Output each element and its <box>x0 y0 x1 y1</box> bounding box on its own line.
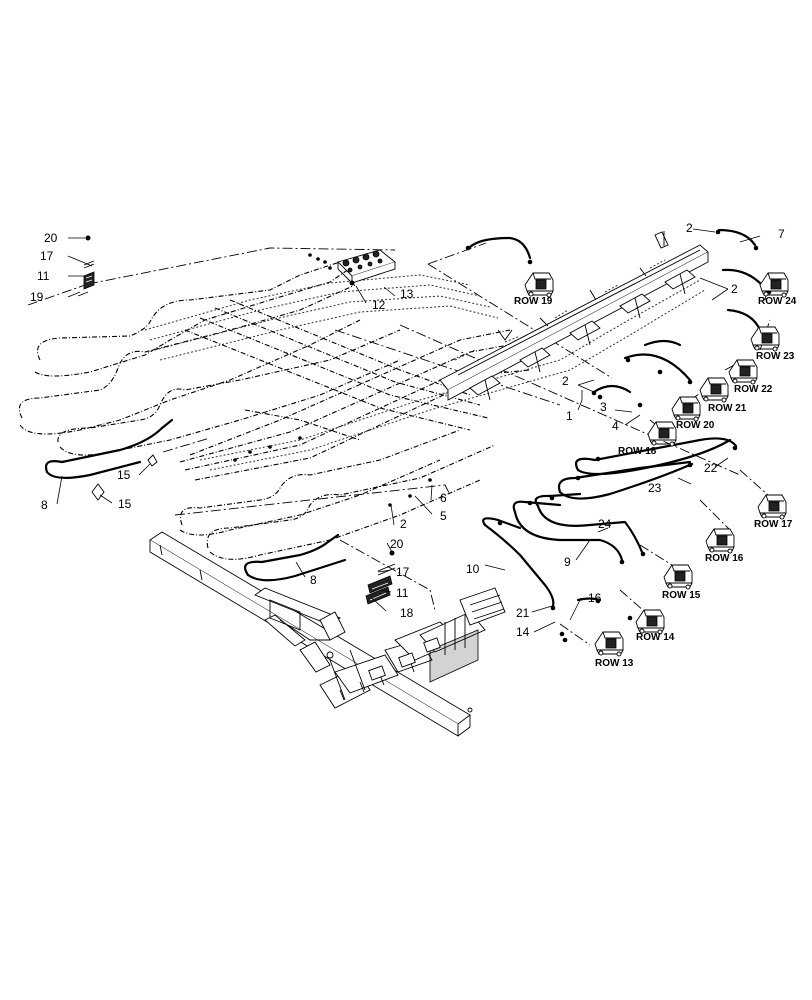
row-label-24: ROW 24 <box>758 296 797 307</box>
callout-2: 2 <box>686 221 693 235</box>
callout-24: 24 <box>598 517 612 531</box>
hardware-stack-upper <box>77 235 95 297</box>
callout-4: 4 <box>612 419 619 433</box>
callout-15: 15 <box>118 497 132 511</box>
callout-12: 12 <box>372 298 386 312</box>
hardware-stack-lower <box>365 550 396 605</box>
callout-8: 8 <box>310 573 317 587</box>
row-label-19: ROW 19 <box>514 296 553 307</box>
row-label-20: ROW 20 <box>676 420 715 431</box>
callout-10: 10 <box>466 562 480 576</box>
callout-16: 16 <box>588 591 602 605</box>
callout-17: 17 <box>40 249 54 263</box>
row-label-13: ROW 13 <box>595 658 634 669</box>
callout-2: 2 <box>400 517 407 531</box>
row-label-23: ROW 23 <box>756 351 795 362</box>
callout-23: 23 <box>648 481 662 495</box>
row-label-16: ROW 16 <box>705 553 744 564</box>
callout-20: 20 <box>44 231 58 245</box>
leader-lines <box>56 228 761 633</box>
callout-20: 20 <box>390 537 404 551</box>
callout-22: 22 <box>704 461 718 475</box>
main-toolbar-frame <box>149 531 506 737</box>
callout-8: 8 <box>41 498 48 512</box>
callout-3: 3 <box>600 400 607 414</box>
row-label-17: ROW 17 <box>754 519 793 530</box>
callout-2: 2 <box>731 282 738 296</box>
callout-5: 5 <box>440 509 447 523</box>
callout-13: 13 <box>400 287 414 301</box>
row-label-15: ROW 15 <box>662 590 701 601</box>
upper-hoses <box>468 228 770 394</box>
callout-11: 11 <box>396 586 409 600</box>
callout-14: 14 <box>516 625 530 639</box>
callout-2: 2 <box>562 374 569 388</box>
manifold-block-icon <box>308 249 396 286</box>
callout-7: 7 <box>778 227 785 241</box>
callout-21: 21 <box>516 606 530 620</box>
callout-labels: 20 17 11 19 12 13 2 7 2 2 1 3 4 6 5 2 8 … <box>30 221 785 639</box>
lower-hoses <box>482 437 738 608</box>
row-label-18: ROW 18 <box>618 446 657 457</box>
left-hoses <box>44 418 347 582</box>
callout-15: 15 <box>117 468 131 482</box>
callout-19: 19 <box>30 290 44 304</box>
hose-clamp-icon <box>497 445 738 643</box>
callout-17: 17 <box>396 565 410 579</box>
callout-18: 18 <box>400 606 414 620</box>
row-labels: ROW 19 ROW 24 ROW 23 ROW 22 ROW 21 ROW 2… <box>514 296 797 669</box>
row-label-21: ROW 21 <box>708 403 747 414</box>
callout-11: 11 <box>37 269 50 283</box>
toolbar-frame-icon <box>439 231 709 401</box>
row-label-22: ROW 22 <box>734 384 773 395</box>
callout-1: 1 <box>566 409 573 423</box>
callout-6: 6 <box>440 491 447 505</box>
row-label-14: ROW 14 <box>636 632 675 643</box>
callout-9: 9 <box>564 555 571 569</box>
